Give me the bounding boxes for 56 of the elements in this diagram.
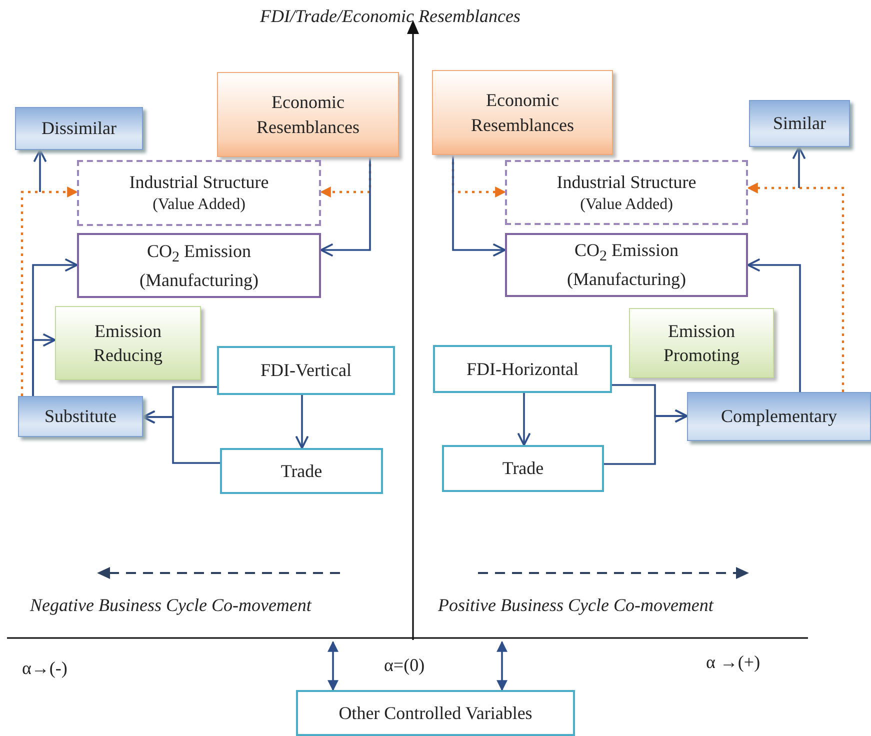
dashed-box	[77, 160, 321, 226]
resemblance-box	[432, 70, 613, 155]
node-text: Industrial Structure	[129, 171, 269, 194]
node-text: Economic Resemblances	[256, 91, 360, 138]
alpha-label: α=(0)	[384, 655, 425, 676]
arrow	[295, 395, 309, 449]
arrow	[328, 640, 338, 692]
alpha-label: α →(+)	[706, 652, 760, 673]
node-text: CO$_{2}$ Emission (Manufacturing)	[138, 240, 260, 292]
effect-box	[55, 306, 201, 380]
effect-box	[629, 308, 774, 378]
arrow	[792, 146, 806, 188]
arrow	[604, 409, 688, 465]
arrow	[33, 149, 47, 192]
emission-box	[77, 233, 321, 298]
direction-label: Negative Business Cycle Co-movement	[30, 595, 312, 616]
node-text: Industrial Structure	[556, 170, 696, 194]
node-text: FDI-Vertical	[260, 359, 352, 382]
emission-box	[505, 233, 748, 297]
process-box	[296, 690, 575, 736]
node-text: Economic Resemblances	[470, 89, 575, 136]
node-text: (Value Added)	[152, 195, 246, 216]
node-text: Emission Reducing	[92, 320, 164, 367]
dotted-arrow	[20, 186, 78, 396]
outcome-box	[15, 107, 143, 150]
node-text: CO$_{2}$ Emission (Manufacturing)	[566, 239, 687, 292]
direction-label: Positive Business Cycle Co-movement	[438, 595, 714, 616]
process-box	[442, 445, 604, 492]
outcome-box	[18, 396, 143, 437]
process-box	[217, 346, 395, 395]
node-text: Emission Promoting	[662, 320, 740, 367]
alpha-label: α→(-)	[22, 658, 68, 679]
dotted-arrow	[746, 182, 844, 392]
arrow	[747, 258, 801, 392]
node-text: (Value Added)	[580, 194, 673, 215]
node-text: Trade	[280, 460, 322, 483]
node-text: Other Controlled Variables	[338, 702, 532, 725]
arrow	[452, 155, 506, 257]
outcome-box	[687, 392, 871, 441]
process-box	[433, 345, 612, 393]
arrow	[517, 393, 531, 446]
node-text: Similar	[773, 112, 826, 136]
node-text: Dissimilar	[42, 117, 116, 140]
arrow	[496, 640, 508, 692]
node-text: Substitute	[44, 405, 116, 428]
process-box	[220, 448, 383, 494]
node-text: Trade	[502, 457, 544, 480]
arrow	[142, 410, 220, 464]
resemblance-box	[217, 72, 399, 157]
node-text: FDI-Horizontal	[466, 358, 578, 381]
axis-label: FDI/Trade/Economic Resemblances	[260, 6, 520, 27]
arrow	[32, 333, 56, 396]
dashed-box	[505, 160, 748, 225]
outcome-box	[749, 100, 850, 147]
arrow	[320, 157, 371, 257]
node-text: Complementary	[721, 405, 837, 428]
